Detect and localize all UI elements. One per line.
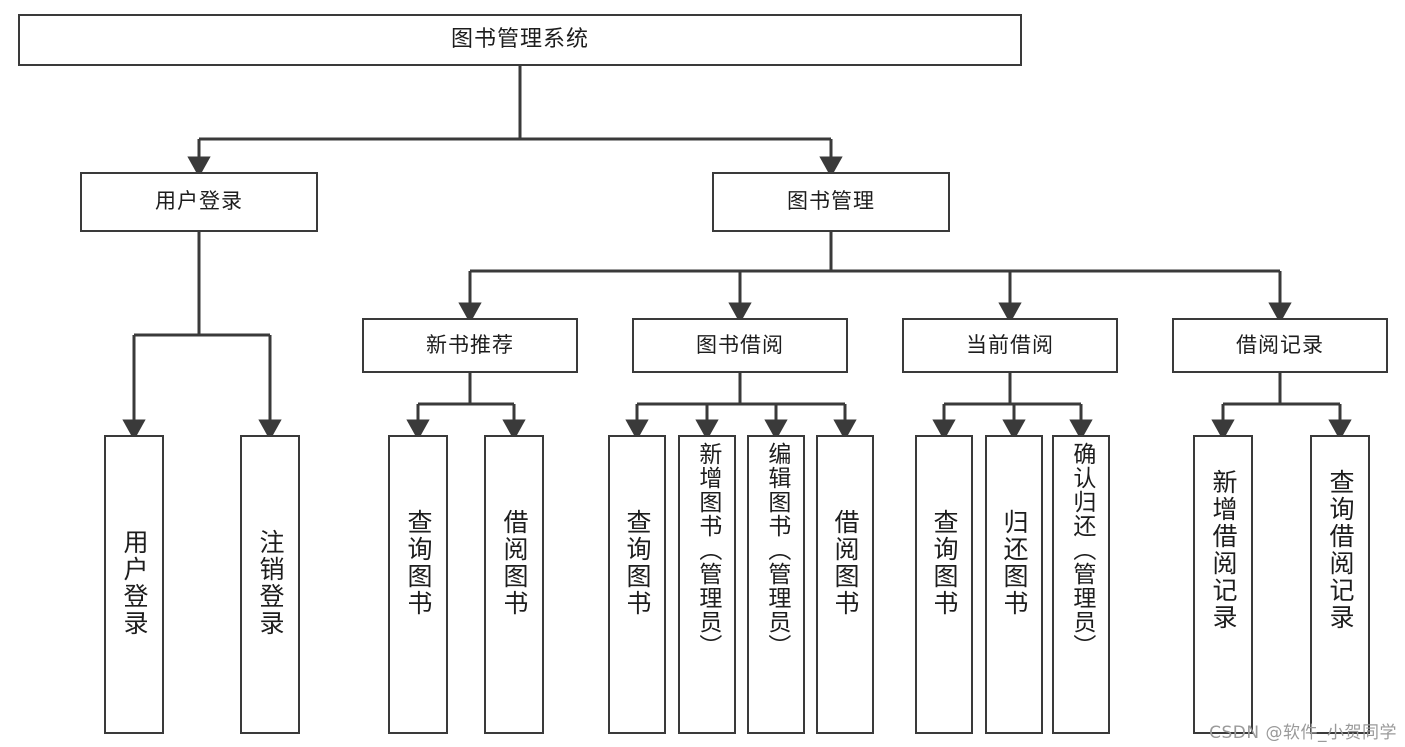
leaf-query-borrow-record[interactable]: 查询借阅记录 [1310,435,1370,734]
leaf-add-book-admin[interactable]: 新增图书（管理员） [678,435,736,734]
node-new-book-recommend[interactable]: 新书推荐 [362,318,578,373]
node-user-login-label: 用户登录 [155,189,243,214]
node-book-borrow-label: 图书借阅 [696,332,784,357]
leaf-query-book-borrow[interactable]: 查询图书 [608,435,666,734]
leaf-query-book-current[interactable]: 查询图书 [915,435,973,734]
node-new-book-recommend-label: 新书推荐 [426,332,514,357]
leaf-add-book-admin-label: 新增图书（管理员） [694,442,721,658]
leaf-query-book-current-label: 查询图书 [930,509,959,617]
leaf-add-borrow-record[interactable]: 新增借阅记录 [1193,435,1253,734]
leaf-confirm-return-admin-label: 确认归还（管理员） [1068,442,1095,658]
leaf-borrow-book[interactable]: 借阅图书 [816,435,874,734]
node-current-borrow-label: 当前借阅 [966,332,1054,357]
leaf-query-book-new-label: 查询图书 [404,509,433,617]
leaf-borrow-book-label: 借阅图书 [831,509,860,617]
node-root[interactable]: 图书管理系统 [18,14,1022,66]
watermark: CSDN @软件_小贺同学 [1209,723,1397,743]
node-current-borrow[interactable]: 当前借阅 [902,318,1118,373]
leaf-add-borrow-record-label: 新增借阅记录 [1209,469,1238,631]
leaf-edit-book-admin-label: 编辑图书（管理员） [763,442,790,658]
leaf-edit-book-admin[interactable]: 编辑图书（管理员） [747,435,805,734]
leaf-user-logout[interactable]: 注销登录 [240,435,300,734]
leaf-user-login-label: 用户登录 [120,529,149,637]
leaf-borrow-book-new[interactable]: 借阅图书 [484,435,544,734]
leaf-return-book-label: 归还图书 [1000,509,1029,617]
node-book-borrow[interactable]: 图书借阅 [632,318,848,373]
node-borrow-record[interactable]: 借阅记录 [1172,318,1388,373]
leaf-confirm-return-admin[interactable]: 确认归还（管理员） [1052,435,1110,734]
leaf-query-book-new[interactable]: 查询图书 [388,435,448,734]
leaf-borrow-book-new-label: 借阅图书 [500,509,529,617]
leaf-user-login[interactable]: 用户登录 [104,435,164,734]
leaf-user-logout-label: 注销登录 [256,529,285,637]
node-book-manage[interactable]: 图书管理 [712,172,950,232]
node-user-login[interactable]: 用户登录 [80,172,318,232]
leaf-query-book-borrow-label: 查询图书 [623,509,652,617]
node-book-manage-label: 图书管理 [787,189,875,214]
node-borrow-record-label: 借阅记录 [1236,332,1324,357]
leaf-query-borrow-record-label: 查询借阅记录 [1326,469,1355,631]
leaf-return-book[interactable]: 归还图书 [985,435,1043,734]
node-root-label: 图书管理系统 [450,26,589,52]
